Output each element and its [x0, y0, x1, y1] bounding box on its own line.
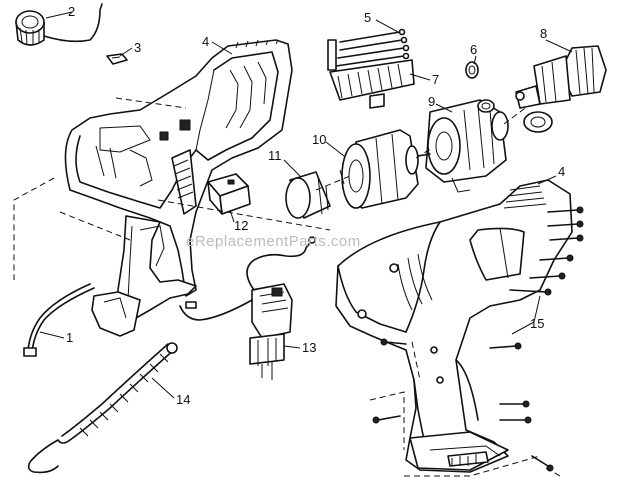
alignment-lines — [13, 97, 561, 477]
watermark-text: eReplacementParts.com — [186, 233, 361, 250]
callout-8: 8 — [540, 26, 547, 41]
part-end-cap — [15, 3, 103, 46]
part-housing-right — [335, 179, 573, 473]
callout-13: 13 — [302, 340, 316, 355]
part-housing-left — [64, 39, 293, 337]
callout-14: 14 — [176, 392, 190, 407]
part-braided-wire — [27, 342, 178, 474]
callout-4-left: 4 — [202, 34, 209, 49]
callout-5: 5 — [364, 10, 371, 25]
part-chuck — [515, 45, 607, 133]
callout-6: 6 — [470, 42, 477, 57]
part-brush-bracket — [329, 59, 415, 109]
callout-7: 7 — [432, 72, 439, 87]
callout-3: 3 — [134, 40, 141, 55]
callout-2: 2 — [68, 4, 75, 19]
callout-9: 9 — [428, 94, 435, 109]
part-gearbox — [425, 99, 509, 193]
callout-11: 11 — [268, 148, 282, 163]
part-motor — [339, 129, 431, 209]
callout-12: 12 — [234, 218, 248, 233]
callout-10: 10 — [312, 132, 326, 147]
part-washer — [465, 61, 479, 79]
part-clip — [106, 53, 128, 65]
callout-15: 15 — [530, 316, 544, 331]
part-end-ring — [285, 171, 331, 219]
callout-1: 1 — [66, 330, 73, 345]
part-switch — [179, 236, 316, 380]
leader-lines — [39, 11, 573, 399]
part-terminal-block — [207, 173, 251, 215]
callout-labels: 2 3 4 4 5 6 7 8 9 10 11 12 13 14 1 15 — [66, 4, 565, 407]
part-wire-1 — [23, 283, 95, 357]
callout-4-right: 4 — [558, 164, 565, 179]
part-brush-pins — [327, 28, 410, 71]
